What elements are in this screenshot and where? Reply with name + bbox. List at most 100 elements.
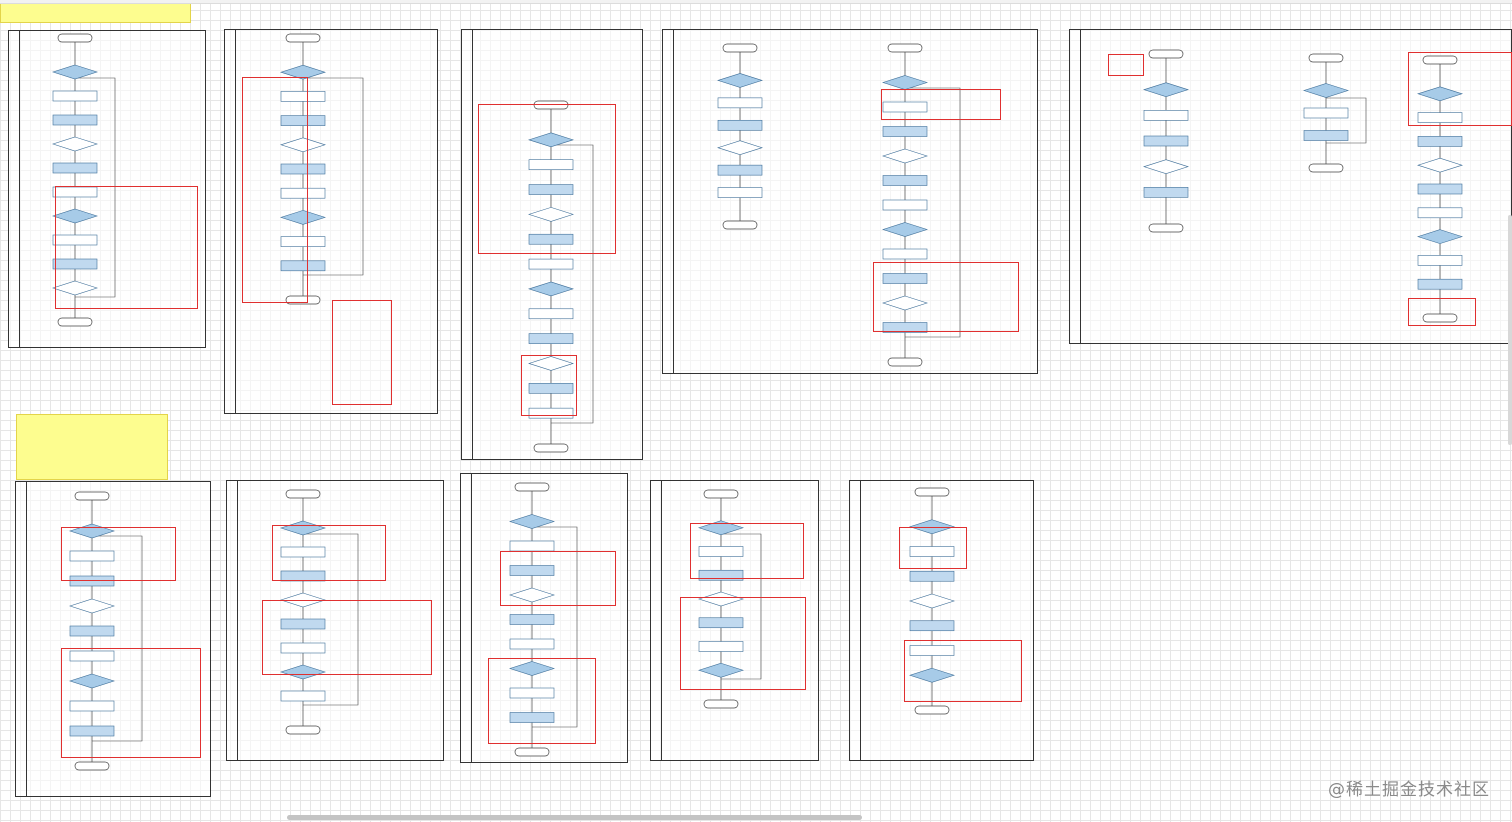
flow-process-node[interactable] xyxy=(882,273,928,284)
flow-process-node[interactable] xyxy=(528,308,574,320)
flow-start-node[interactable] xyxy=(1308,53,1344,63)
flow-process-node[interactable] xyxy=(882,126,928,137)
flow-decision-node[interactable] xyxy=(528,356,574,371)
flow-decision-node[interactable] xyxy=(69,673,115,689)
flow-process-node[interactable] xyxy=(1143,110,1189,121)
flow-process-node[interactable] xyxy=(1417,255,1463,266)
flow-process-node[interactable] xyxy=(698,617,744,629)
flow-process-node[interactable] xyxy=(69,575,115,587)
flow-process-node[interactable] xyxy=(509,614,555,625)
flow-decision-node[interactable] xyxy=(909,667,955,683)
swimlane-3[interactable] xyxy=(662,29,1038,374)
flow-end-node[interactable] xyxy=(722,220,758,230)
flow-decision-node[interactable] xyxy=(69,598,115,614)
flow-decision-node[interactable] xyxy=(717,73,763,88)
flow-decision-node[interactable] xyxy=(528,281,574,297)
flow-process-node[interactable] xyxy=(280,91,326,102)
flow-process-node[interactable] xyxy=(280,187,326,199)
flow-process-node[interactable] xyxy=(698,641,744,652)
flow-process-node[interactable] xyxy=(1417,112,1463,123)
flow-decision-node[interactable] xyxy=(280,210,326,225)
flow-process-node[interactable] xyxy=(909,620,955,632)
flow-decision-node[interactable] xyxy=(882,75,928,90)
flow-decision-node[interactable] xyxy=(280,137,326,153)
flow-process-node[interactable] xyxy=(280,236,326,247)
flow-decision-node[interactable] xyxy=(717,140,763,156)
flow-process-node[interactable] xyxy=(528,159,574,170)
flow-process-node[interactable] xyxy=(909,570,955,582)
flow-process-node[interactable] xyxy=(509,638,555,650)
flow-decision-node[interactable] xyxy=(1417,229,1463,244)
flow-process-node[interactable] xyxy=(528,407,574,419)
flow-process-node[interactable] xyxy=(280,642,326,654)
flow-start-node[interactable] xyxy=(514,482,550,492)
flow-end-node[interactable] xyxy=(887,357,923,367)
flow-decision-node[interactable] xyxy=(528,207,574,222)
flow-start-node[interactable] xyxy=(887,43,923,53)
flow-process-node[interactable] xyxy=(280,570,326,582)
flow-decision-node[interactable] xyxy=(698,662,744,678)
flow-process-node[interactable] xyxy=(717,164,763,176)
flow-process-node[interactable] xyxy=(52,162,98,174)
flow-process-node[interactable] xyxy=(909,645,955,656)
flow-start-node[interactable] xyxy=(533,100,569,110)
flow-start-node[interactable] xyxy=(1148,49,1184,59)
flow-start-node[interactable] xyxy=(722,43,758,53)
flow-process-node[interactable] xyxy=(52,258,98,270)
flow-end-node[interactable] xyxy=(514,747,550,757)
flow-start-node[interactable] xyxy=(57,33,93,43)
flow-start-node[interactable] xyxy=(285,33,321,43)
flow-end-node[interactable] xyxy=(74,761,110,771)
flow-end-node[interactable] xyxy=(57,317,93,327)
flow-process-node[interactable] xyxy=(69,625,115,637)
flow-start-node[interactable] xyxy=(1422,55,1458,65)
flow-decision-node[interactable] xyxy=(509,587,555,603)
flow-process-node[interactable] xyxy=(528,184,574,195)
flow-process-node[interactable] xyxy=(1417,278,1463,290)
flow-process-node[interactable] xyxy=(882,248,928,260)
flow-end-node[interactable] xyxy=(1422,313,1458,323)
flow-process-node[interactable] xyxy=(882,175,928,186)
flow-decision-node[interactable] xyxy=(280,664,326,680)
flow-process-node[interactable] xyxy=(528,383,574,394)
flow-process-node[interactable] xyxy=(717,97,763,109)
flow-start-node[interactable] xyxy=(914,487,950,497)
flow-process-node[interactable] xyxy=(280,546,326,558)
flow-process-node[interactable] xyxy=(509,687,555,699)
flow-process-node[interactable] xyxy=(1143,187,1189,198)
flow-process-node[interactable] xyxy=(280,115,326,126)
flow-process-node[interactable] xyxy=(528,258,574,270)
flow-process-node[interactable] xyxy=(509,565,555,576)
flow-process-node[interactable] xyxy=(717,119,763,131)
flow-decision-node[interactable] xyxy=(909,593,955,609)
flow-process-node[interactable] xyxy=(882,199,928,211)
flow-decision-node[interactable] xyxy=(1417,86,1463,102)
flow-process-node[interactable] xyxy=(280,260,326,272)
flow-decision-node[interactable] xyxy=(528,132,574,148)
flow-end-node[interactable] xyxy=(285,725,321,735)
flow-decision-node[interactable] xyxy=(52,208,98,224)
flow-process-node[interactable] xyxy=(528,233,574,245)
flow-end-node[interactable] xyxy=(703,699,739,709)
flow-decision-node[interactable] xyxy=(52,64,98,80)
flow-process-node[interactable] xyxy=(52,90,98,102)
flow-start-node[interactable] xyxy=(285,489,321,499)
flow-process-node[interactable] xyxy=(509,712,555,723)
flow-decision-node[interactable] xyxy=(1143,159,1189,174)
flow-decision-node[interactable] xyxy=(1303,83,1349,98)
flow-decision-node[interactable] xyxy=(909,519,955,535)
flow-process-node[interactable] xyxy=(280,690,326,702)
flow-decision-node[interactable] xyxy=(882,295,928,311)
flow-decision-node[interactable] xyxy=(698,591,744,607)
flow-process-node[interactable] xyxy=(52,114,98,126)
flow-process-node[interactable] xyxy=(52,234,98,246)
flow-decision-node[interactable] xyxy=(882,148,928,164)
flow-decision-node[interactable] xyxy=(1417,157,1463,173)
flow-process-node[interactable] xyxy=(52,186,98,198)
flow-process-node[interactable] xyxy=(1303,130,1349,141)
flow-decision-node[interactable] xyxy=(1143,82,1189,97)
flow-process-node[interactable] xyxy=(698,569,744,581)
flow-decision-node[interactable] xyxy=(52,280,98,296)
flow-start-node[interactable] xyxy=(74,491,110,501)
